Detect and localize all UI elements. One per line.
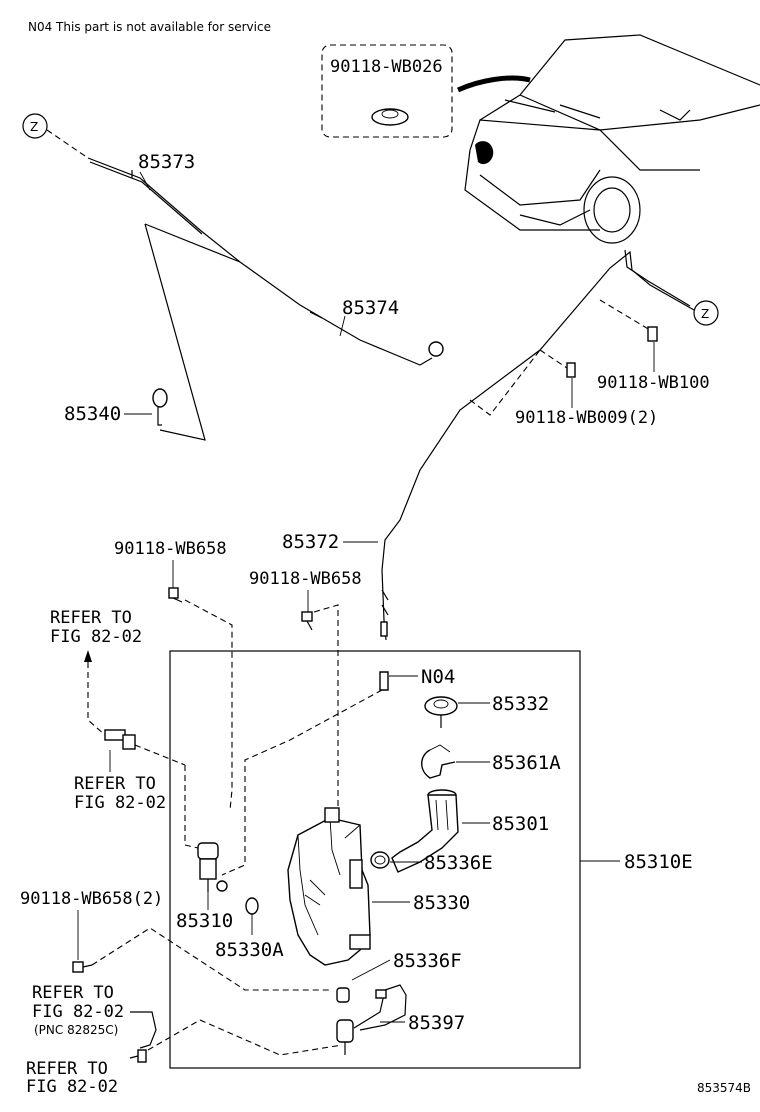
clip-90118-wb100[interactable] — [599, 299, 658, 342]
connector-joint[interactable] — [104, 729, 136, 750]
refer-to-fig-82-02-c[interactable]: REFER TO FIG 82-02 (PNC 82825C) — [32, 983, 124, 1037]
grommet-85330a[interactable] — [245, 897, 259, 915]
refer-c-line2: FIG 82-02 — [32, 1002, 124, 1022]
label-85332: 85332 — [492, 693, 549, 715]
clip-90118-wb009[interactable] — [469, 349, 576, 416]
service-note: N04 This part is not available for servi… — [28, 20, 271, 34]
z-label-right: Z — [701, 307, 709, 321]
grommet-85336e[interactable] — [370, 851, 390, 869]
label-85330a: 85330A — [215, 939, 284, 961]
label-85301: 85301 — [492, 813, 549, 835]
label-85361a: 85361A — [492, 752, 561, 774]
label-85372: 85372 — [282, 531, 339, 553]
label-85336e: 85336E — [424, 852, 493, 874]
bolt-90118-wb658-2[interactable] — [72, 961, 93, 973]
grommet-85336f[interactable] — [336, 987, 350, 1003]
figure-number: 853574B — [697, 1081, 751, 1095]
label-90118-wb009: 90118-WB009(2) — [515, 408, 658, 428]
washer-tank-85330[interactable] — [287, 807, 371, 966]
car-illustration — [456, 34, 760, 244]
clamp-85361a[interactable] — [421, 744, 456, 779]
grommet-90118-wb026[interactable]: 90118-WB026 — [321, 44, 453, 138]
bolt-90118-wb658-a[interactable] — [168, 587, 183, 603]
label-90118-wb658-b: 90118-WB658 — [249, 569, 362, 589]
hose-85372[interactable] — [380, 249, 695, 641]
refer-to-fig-82-02-d[interactable]: REFER TO FIG 82-02 — [26, 1059, 118, 1097]
z-marker-right: Z — [693, 300, 719, 326]
refer-b-line2: FIG 82-02 — [74, 793, 166, 813]
z-marker-left: Z — [22, 113, 48, 139]
label-85330: 85330 — [413, 892, 470, 914]
hose-end-fitting[interactable] — [129, 1049, 147, 1063]
label-85373: 85373 — [138, 151, 195, 173]
inlet-tube-85301[interactable] — [391, 789, 459, 873]
refer-c-line3: (PNC 82825C) — [34, 1023, 118, 1037]
pump-85310[interactable] — [197, 842, 228, 892]
label-90118-wb026: 90118-WB026 — [330, 57, 443, 77]
label-85340: 85340 — [64, 403, 121, 425]
label-90118-wb658-2: 90118-WB658(2) — [20, 889, 163, 909]
label-85397: 85397 — [408, 1012, 465, 1034]
label-85374: 85374 — [342, 297, 399, 319]
label-85310e: 85310E — [624, 851, 693, 873]
z-label-left: Z — [30, 120, 38, 134]
label-90118-wb100: 90118-WB100 — [597, 373, 710, 393]
label-85336f: 85336F — [393, 950, 462, 972]
refer-c-line1: REFER TO — [32, 983, 114, 1003]
refer-to-fig-82-02-b[interactable]: REFER TO FIG 82-02 — [74, 774, 166, 813]
label-85310: 85310 — [176, 910, 233, 932]
cap-85332[interactable] — [424, 696, 458, 728]
level-sensor-85397[interactable] — [336, 984, 407, 1055]
hose-85374[interactable] — [239, 261, 444, 366]
nozzle-85340[interactable] — [152, 388, 168, 426]
label-n04: N04 — [421, 666, 455, 688]
arrow-up-icon — [84, 650, 92, 662]
refer-d-line1: REFER TO — [26, 1059, 108, 1079]
refer-a-line2: FIG 82-02 — [50, 627, 142, 647]
label-90118-wb658-a: 90118-WB658 — [114, 539, 227, 559]
refer-to-fig-82-02-a[interactable]: REFER TO FIG 82-02 — [50, 608, 142, 647]
refer-a-line1: REFER TO — [50, 608, 132, 628]
refer-d-line2: FIG 82-02 — [26, 1077, 118, 1097]
assembly-box-85310e — [169, 650, 581, 1069]
hose-85373[interactable] — [46, 129, 241, 263]
refer-b-line1: REFER TO — [74, 774, 156, 794]
bolt-90118-wb658-b[interactable] — [301, 611, 313, 631]
joint-n04[interactable] — [379, 671, 389, 691]
